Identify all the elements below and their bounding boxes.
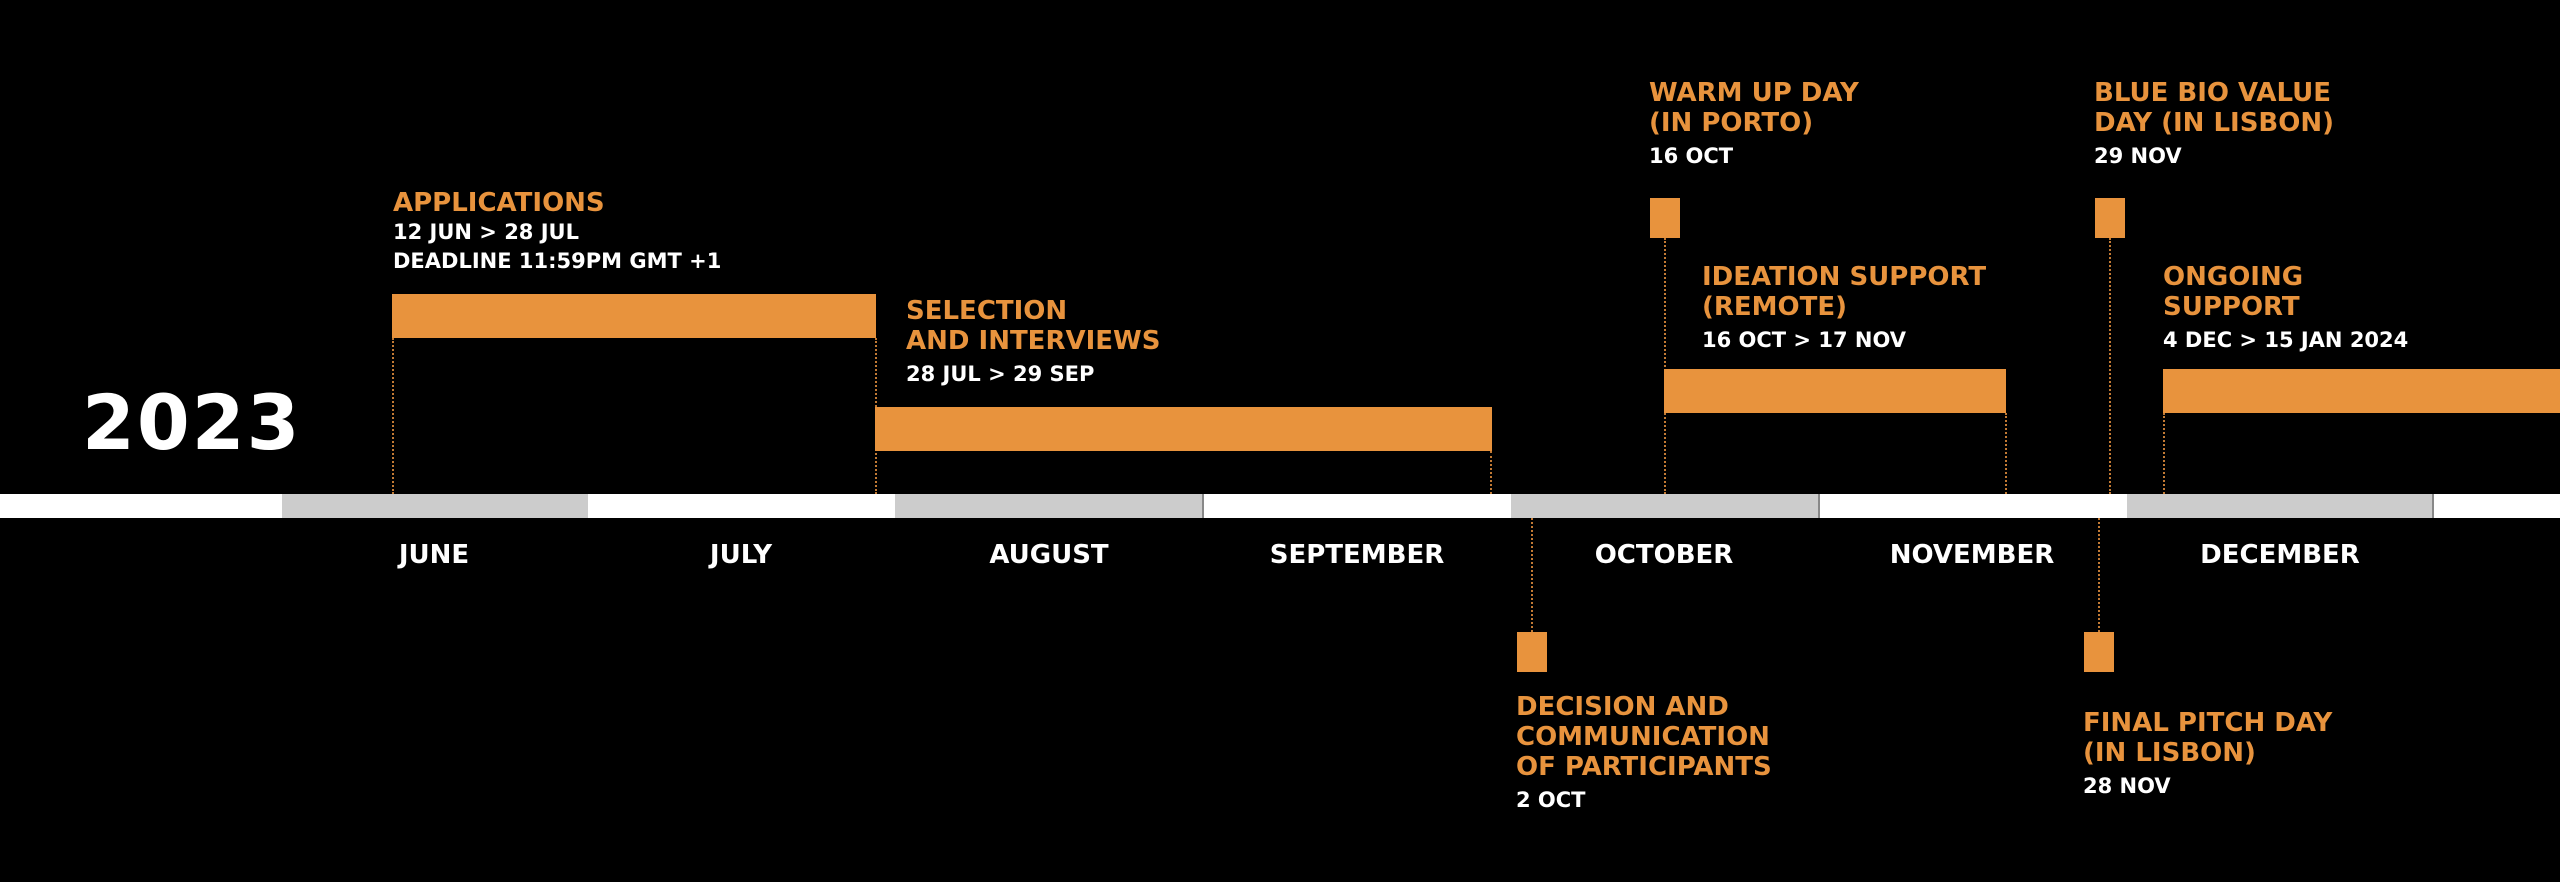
track-separator <box>1202 494 1204 518</box>
year-label: 2023 <box>82 378 302 467</box>
event-date: 2 OCT <box>1516 788 1586 812</box>
track-segment-september <box>1204 494 1511 518</box>
track-segment-june <box>282 494 588 518</box>
track-separator <box>2432 494 2434 518</box>
month-label-july: JULY <box>709 540 773 570</box>
track-segment-august <box>895 494 1203 518</box>
event-warmup: WARM UP DAY (IN PORTO) 16 OCT <box>1649 78 1859 171</box>
event-date: 28 NOV <box>2083 774 2171 798</box>
connector-ideation-end <box>2005 413 2007 494</box>
connector-warmup <box>1664 238 1666 494</box>
month-label-october: OCTOBER <box>1594 540 1734 570</box>
connector-ongoing-start <box>2163 413 2165 494</box>
event-ongoing: ONGOING SUPPORT 4 DEC > 15 JAN 2024 <box>2163 262 2408 355</box>
event-ideation: IDEATION SUPPORT (REMOTE) 16 OCT > 17 NO… <box>1702 262 1986 355</box>
bar-ongoing <box>2163 369 2560 413</box>
event-finalpitch: FINAL PITCH DAY (IN LISBON) 28 NOV <box>2083 708 2332 801</box>
event-date: 28 JUL > 29 SEP <box>906 362 1095 386</box>
connector-decision <box>1531 518 1533 632</box>
milestone-bluebio <box>2095 198 2125 238</box>
event-title: WARM UP DAY (IN PORTO) <box>1649 78 1859 138</box>
connector-finalpitch <box>2098 518 2100 632</box>
event-bluebio: BLUE BIO VALUE DAY (IN LISBON) 29 NOV <box>2094 78 2334 171</box>
track-segment-october <box>1511 494 1819 518</box>
bar-selection <box>875 407 1492 451</box>
event-title: ONGOING SUPPORT <box>2163 262 2304 322</box>
month-label-november: NOVEMBER <box>1889 540 2055 570</box>
event-title: BLUE BIO VALUE DAY (IN LISBON) <box>2094 78 2334 138</box>
event-title: DECISION AND COMMUNICATION OF PARTICIPAN… <box>1516 692 1772 782</box>
event-applications: APPLICATIONS 12 JUN > 28 JUL DEADLINE 11… <box>393 188 721 276</box>
milestone-warmup <box>1650 198 1680 238</box>
track-segment-december <box>2127 494 2434 518</box>
month-label-december: DECEMBER <box>2200 540 2360 570</box>
event-title: FINAL PITCH DAY (IN LISBON) <box>2083 708 2333 768</box>
bar-ideation <box>1664 369 2006 413</box>
event-date: 16 OCT > 17 NOV <box>1702 328 1906 352</box>
event-selection: SELECTION AND INTERVIEWS 28 JUL > 29 SEP <box>906 296 1160 389</box>
track-segment-november <box>1820 494 2127 518</box>
track-segment-july <box>588 494 895 518</box>
event-date: 12 JUN > 28 JUL DEADLINE 11:59PM GMT +1 <box>393 220 722 273</box>
connector-selection-end <box>1490 451 1492 494</box>
event-date: 4 DEC > 15 JAN 2024 <box>2163 328 2409 352</box>
bar-applications <box>392 294 876 338</box>
event-date: 29 NOV <box>2094 144 2182 168</box>
timeline-track <box>0 494 2560 518</box>
milestone-decision <box>1517 632 1547 672</box>
month-label-june: JUNE <box>398 540 470 570</box>
month-label-september: SEPTEMBER <box>1269 540 1445 570</box>
event-title: IDEATION SUPPORT (REMOTE) <box>1702 262 1987 322</box>
track-segment-may <box>0 494 282 518</box>
event-title: SELECTION AND INTERVIEWS <box>906 296 1161 356</box>
milestone-finalpitch <box>2084 632 2114 672</box>
track-separator <box>1818 494 1820 518</box>
track-segment-january <box>2434 494 2560 518</box>
event-date: 16 OCT <box>1649 144 1734 168</box>
event-decision: DECISION AND COMMUNICATION OF PARTICIPAN… <box>1516 692 1772 815</box>
month-label-august: AUGUST <box>989 540 1109 570</box>
connector-applications-start <box>392 338 394 494</box>
event-title: APPLICATIONS <box>393 188 605 218</box>
connector-bluebio <box>2109 238 2111 494</box>
